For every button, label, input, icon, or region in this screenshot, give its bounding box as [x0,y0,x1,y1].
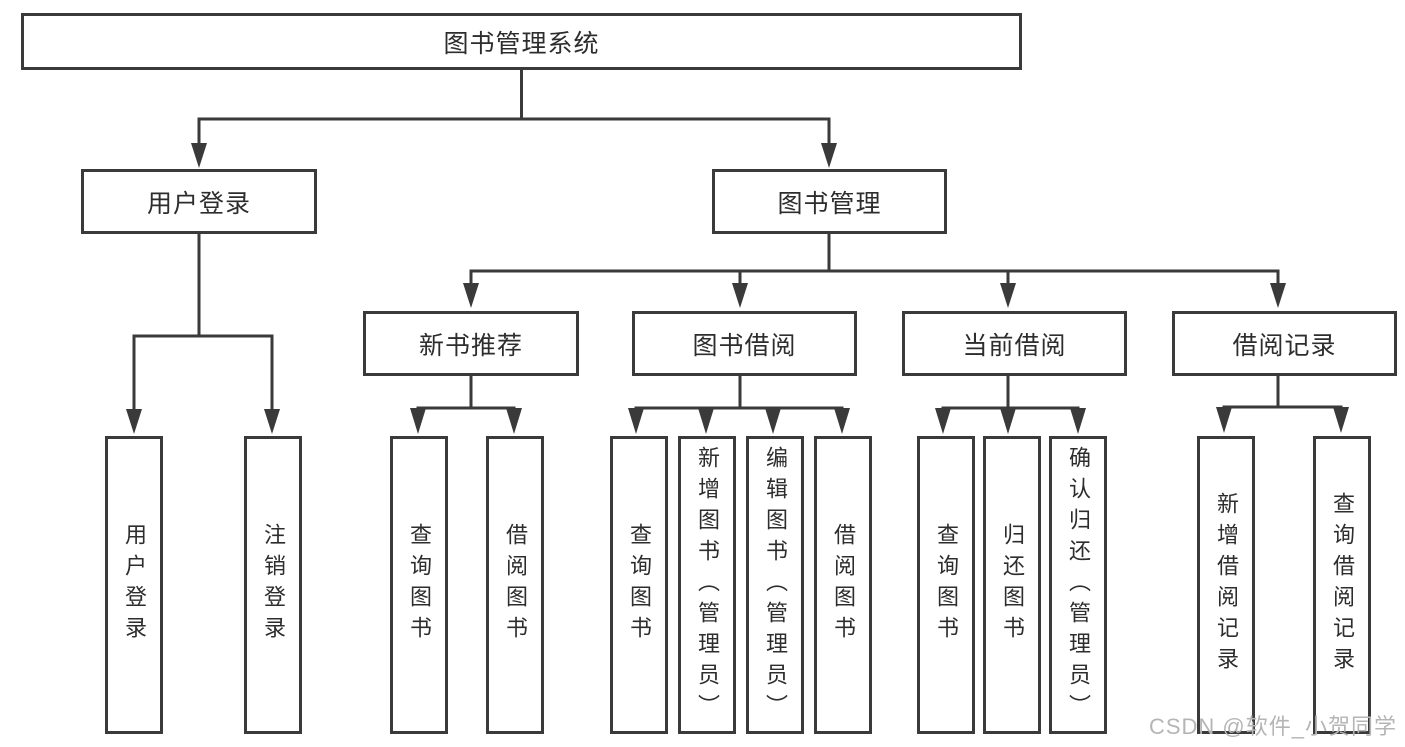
node-user-login: 用户登录 [81,169,317,234]
leaf-add-borrow-record-label: 新增借阅记录 [1214,492,1239,678]
leaf-borrow-books-label: 借阅图书 [831,523,856,647]
connector-new-book-to-leaves [410,376,522,434]
connector-borrow-records-to-leaves [1216,376,1349,433]
leaf-confirm-return-admin: 确认归还（管理员） [1049,436,1107,734]
leaf-user-login-label: 用户登录 [122,523,147,647]
leaf-edit-books-admin: 编辑图书（管理员） [746,436,804,734]
node-book-management: 图书管理 [712,169,947,234]
leaf-recommend-query-books-label: 查询图书 [407,523,432,647]
leaf-borrow-query-books: 查询图书 [610,436,668,734]
leaf-query-borrow-record: 查询借阅记录 [1313,436,1371,734]
node-book-borrow: 图书借阅 [632,311,857,376]
connector-root-to-branches [191,68,837,168]
leaf-recommend-borrow-books: 借阅图书 [486,436,544,734]
leaf-return-books-label: 归还图书 [1000,523,1025,647]
leaf-borrow-books: 借阅图书 [814,436,872,734]
csdn-watermark: CSDN @软件_小贺同学 [1148,714,1397,739]
node-root-label: 图书管理系统 [443,29,600,58]
node-current-borrow-label: 当前借阅 [962,331,1067,360]
node-user-login-label: 用户登录 [146,189,251,218]
node-new-book-recommend-label: 新书推荐 [418,331,523,360]
leaf-user-login: 用户登录 [105,436,163,734]
leaf-current-query-books: 查询图书 [917,436,975,734]
leaf-query-borrow-record-label: 查询借阅记录 [1330,492,1355,678]
connector-user-login-to-leaves [126,233,280,434]
leaf-borrow-query-books-label: 查询图书 [627,523,652,647]
leaf-current-query-books-label: 查询图书 [934,523,959,647]
leaf-add-books-admin: 新增图书（管理员） [678,436,736,734]
node-borrow-records: 借阅记录 [1172,311,1397,376]
node-root-system: 图书管理系统 [21,13,1022,70]
node-book-borrow-label: 图书借阅 [692,331,797,360]
leaf-recommend-query-books: 查询图书 [390,436,448,734]
leaf-logout: 注销登录 [244,436,302,734]
leaf-confirm-return-admin-label: 确认归还（管理员） [1066,445,1091,725]
leaf-logout-label: 注销登录 [261,523,286,647]
leaf-recommend-borrow-books-label: 借阅图书 [503,523,528,647]
node-new-book-recommend: 新书推荐 [363,311,579,376]
connector-book-borrow-to-leaves [628,376,850,434]
node-book-management-label: 图书管理 [777,189,882,218]
leaf-return-books: 归还图书 [983,436,1041,734]
leaf-add-books-admin-label: 新增图书（管理员） [695,445,720,725]
node-current-borrow: 当前借阅 [902,311,1127,376]
node-borrow-records-label: 借阅记录 [1232,331,1337,360]
leaf-add-borrow-record: 新增借阅记录 [1197,436,1255,734]
connector-book-management-to-sections [463,233,1286,308]
connector-current-borrow-to-leaves [935,376,1086,434]
leaf-edit-books-admin-label: 编辑图书（管理员） [763,445,788,725]
